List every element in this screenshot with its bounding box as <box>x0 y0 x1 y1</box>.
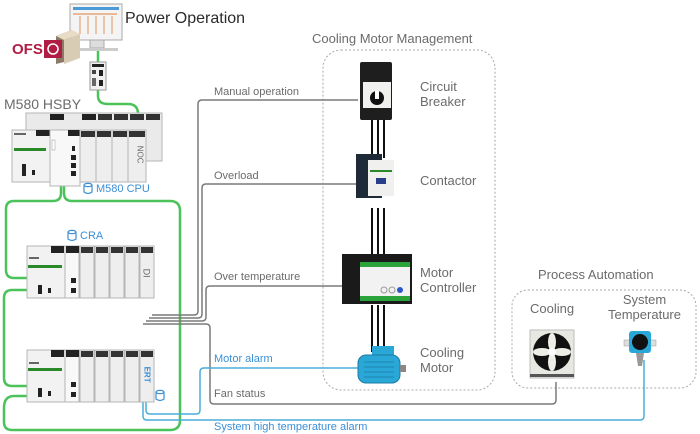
ethernet-link-switch-to-noc <box>96 86 140 134</box>
signal-line-overload <box>149 183 358 319</box>
cra-label: CRA <box>80 230 104 242</box>
cpu-database-icon <box>83 182 93 195</box>
signal-line-motor-alarm <box>145 367 360 415</box>
signal-label-over-temperature: Over temperature <box>214 271 301 283</box>
ert-module-label: ERT <box>142 366 152 383</box>
contactor-label: Contactor <box>420 173 477 188</box>
m580-hsby-primary-rack <box>11 129 147 187</box>
cooling-motor-management-group <box>322 49 496 391</box>
ethernet-switch-icon <box>89 61 107 91</box>
ethernet-link-cra-to-ert <box>2 288 74 388</box>
power-operation-title: Power Operation <box>125 10 246 27</box>
signal-line-manual-operation <box>152 99 358 316</box>
signal-label-system-high-temperature-alarm: System high temperature alarm <box>214 421 368 433</box>
ert-database-icon <box>155 389 165 402</box>
cra-remote-rack <box>26 245 155 299</box>
signal-label-manual-operation: Manual operation <box>214 86 300 98</box>
cooling-label: Cooling <box>530 301 575 316</box>
cooling-motor-icon <box>357 346 406 384</box>
di-module-label: DI <box>141 268 152 278</box>
signal-label-motor-alarm: Motor alarm <box>214 353 273 365</box>
cra-database-icon <box>67 229 77 242</box>
noc-module-label: NOC <box>135 145 145 164</box>
temperature-sensor-icon <box>623 331 657 366</box>
cooling-fan-icon <box>529 329 575 379</box>
ert-remote-rack <box>26 349 155 403</box>
ofs-logo-icon <box>44 40 62 58</box>
ethernet-ring-right <box>2 184 182 432</box>
m580-cpu-label: M580 CPU <box>96 183 150 195</box>
motor-controller-icon <box>342 254 412 304</box>
contactor-icon <box>356 154 394 198</box>
signal-line-system-high-temperature-alarm <box>142 360 645 421</box>
m580-hsby-title: M580 HSBY <box>4 96 82 112</box>
ofs-label: OFS <box>12 41 43 58</box>
signal-line-over-temperature <box>146 285 342 322</box>
scada-workstation-icon <box>56 3 123 64</box>
ethernet-ring-left <box>4 184 74 280</box>
process-automation-group <box>511 289 697 389</box>
cooling-motor-management-title: Cooling Motor Management <box>312 31 473 46</box>
process-automation-title: Process Automation <box>538 267 654 282</box>
signal-label-overload: Overload <box>214 170 259 182</box>
circuit-breaker-icon <box>360 62 392 120</box>
signal-label-fan-status: Fan status <box>214 388 266 400</box>
signal-line-fan-status <box>143 323 557 405</box>
